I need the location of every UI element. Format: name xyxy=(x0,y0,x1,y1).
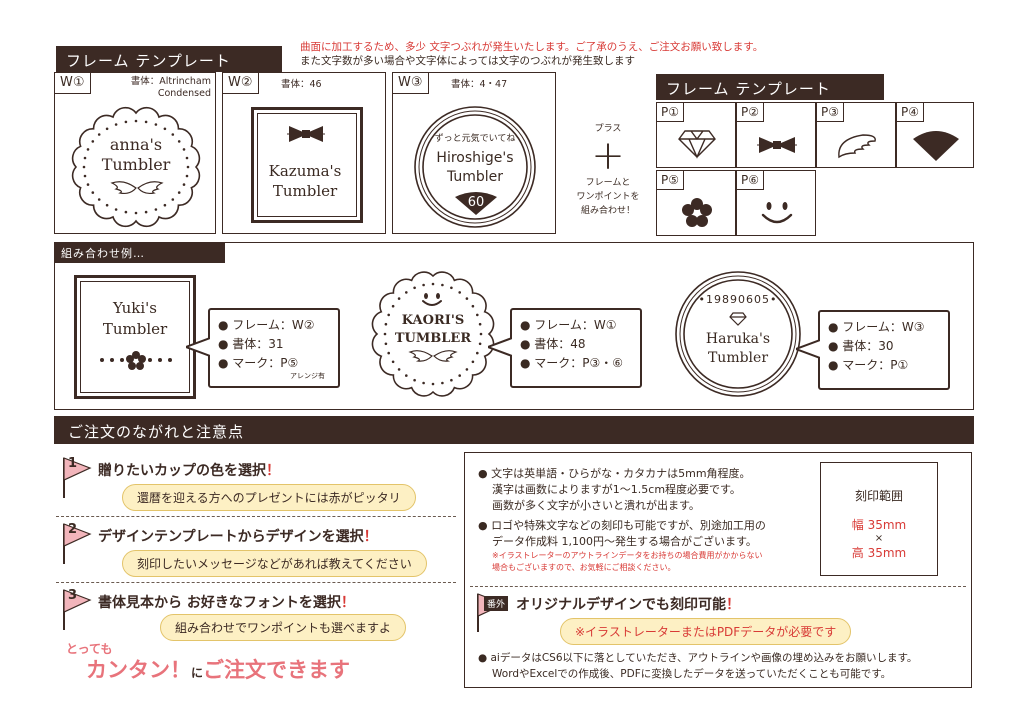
frame-w1-font: 書体：Altrincham Condensed xyxy=(130,76,211,99)
order-header: ご注文のながれと注意点 xyxy=(54,416,974,444)
notes-list: ● 文字は英単語・ひらがな・カタカナは5mm角程度。 漢字は画数によりますが1～… xyxy=(478,466,808,574)
notice-line-2: また文字数が多い場合や文字体によっては文字のつぶれが発生致します xyxy=(300,55,635,67)
frame-w1-card[interactable]: W① 書体：Altrincham Condensed anna's Tumble… xyxy=(54,72,216,234)
bowtie-icon xyxy=(287,126,325,142)
slogan-main: カンタン！にご注文できます xyxy=(86,658,351,682)
engrave-width: 幅 35mm xyxy=(851,518,907,532)
examples-header: 組み合わせ例… xyxy=(55,243,225,263)
notice-line-1: 曲面に加工するため、多少 文字つぶれが発生いたします。ご了承のうえ、ご注文お願い… xyxy=(300,41,764,53)
frame-template-header: フレーム テンプレート xyxy=(56,46,282,72)
bowtie-icon xyxy=(757,137,797,153)
frame-w3-label: W③ xyxy=(392,72,429,94)
scalloped-frame-icon xyxy=(71,106,201,228)
mark-template-header: フレーム テンプレート xyxy=(656,74,884,100)
wing-icon xyxy=(408,350,458,362)
frame-w3-number: 60 xyxy=(467,195,485,210)
scalloped-frame-icon xyxy=(371,271,495,397)
notice: 曲面に加工するため、多少 文字つぶれが発生いたします。ご了承のうえ、ご注文お願い… xyxy=(300,40,763,68)
frame-w1-name: anna's Tumbler xyxy=(101,135,171,174)
extra-notes: ● aiデータはCS6以下に落としていただき、アウトラインや画像の埋め込みをお願… xyxy=(478,652,918,680)
circle-frame-icon xyxy=(675,271,801,397)
step-2-title: デザインテンプレートからデザインを選択！ xyxy=(98,529,378,545)
mark-p4[interactable]: P④ xyxy=(896,102,974,168)
engrave-height: 高 35mm xyxy=(851,546,907,560)
mark-p1[interactable]: P① xyxy=(656,102,736,168)
example-3-name: Haruka's Tumbler xyxy=(705,331,771,366)
bubble-pointer xyxy=(186,337,210,357)
step-2-num: 2 xyxy=(68,522,78,537)
step-3-num: 3 xyxy=(68,588,78,603)
bubble-pointer xyxy=(488,337,512,357)
frame-w3-card[interactable]: W③ 書体：4・47 ずっと元気でいてね Hiroshige's Tumbler… xyxy=(392,72,556,234)
plus-icon: + xyxy=(591,133,625,179)
extra-pill: ※イラストレーターまたはPDFデータが必要です xyxy=(560,618,852,645)
wing-icon xyxy=(838,134,876,159)
frame-w1-label: W① xyxy=(54,72,91,94)
mark-p3[interactable]: P③ xyxy=(816,102,896,168)
step-3-pill: 組み合わせでワンポイントも選べますよ xyxy=(160,614,407,641)
example-1-frame-inner xyxy=(80,281,190,393)
example-2-bubble: フレーム：W① 書体：48 マーク：P③・⑥ xyxy=(510,308,642,388)
step-1-title: 贈りたいカップの色を選択！ xyxy=(98,463,280,479)
step-1-pill: 還暦を迎える方へのプレゼントには赤がピッタリ xyxy=(122,484,416,511)
diamond-icon xyxy=(729,312,747,326)
flag-2-icon xyxy=(63,523,92,564)
mark-p2[interactable]: P② xyxy=(736,102,816,168)
notes-box xyxy=(464,452,972,688)
example-3-bubble: フレーム：W③ 書体：30 マーク：P① xyxy=(818,310,950,390)
frame-w2-label: W② xyxy=(222,72,259,94)
flag-1-icon xyxy=(63,457,92,498)
divider xyxy=(56,516,456,517)
flower-icon xyxy=(682,198,712,227)
frame-w2-font: 書体：46 xyxy=(281,79,322,90)
step-2-pill: 刻印したいメッセージなどがあれば教えてください xyxy=(122,550,427,577)
note-2: ● ロゴや特殊文字などの刻印も可能ですが、別途加工用の xyxy=(478,519,766,532)
mark-p6[interactable]: P⑥ xyxy=(736,170,816,236)
divider xyxy=(470,586,966,587)
slogan: とっても カンタン！にご注文できます xyxy=(66,640,446,684)
circle-frame-icon xyxy=(414,106,536,228)
step-3-title: 書体見本から お好きなフォントを選択！ xyxy=(98,595,355,611)
divider xyxy=(56,582,456,583)
example-3-date: •19890605• xyxy=(698,293,778,306)
engrave-area-box: 刻印範囲 幅 35mm × 高 35mm xyxy=(820,462,938,576)
example-1-bubble: フレーム：W② 書体：31 マーク：P⑤ アレンジ有 xyxy=(208,308,340,388)
example-1-name: Yuki's Tumbler xyxy=(102,299,168,338)
bubble-pointer xyxy=(796,339,820,359)
note-1: ● 文字は英単語・ひらがな・カタカナは5mm角程度。 xyxy=(478,467,751,480)
slogan-small: とっても xyxy=(66,642,113,656)
extra-title: オリジナルデザインでも刻印可能！ xyxy=(516,597,740,613)
mark-p5[interactable]: P⑤ xyxy=(656,170,736,236)
fan-icon xyxy=(913,131,959,161)
smiley-icon xyxy=(761,202,793,224)
frame-w3-small: ずっと元気でいてね xyxy=(434,134,516,144)
frame-w2-name: Kazuma's Tumbler xyxy=(268,162,342,200)
example-1-frame xyxy=(74,275,196,399)
flag-3-icon xyxy=(63,589,92,630)
frame-w3-font: 書体：4・47 xyxy=(451,79,508,90)
fan-icon xyxy=(455,192,497,215)
frame-w2-card[interactable]: W② 書体：46 Kazuma's Tumbler xyxy=(222,72,386,234)
square-frame xyxy=(251,107,363,223)
example-1-note: アレンジ有 xyxy=(290,372,325,380)
plus-top: プラス xyxy=(594,124,622,134)
wing-icon xyxy=(110,181,164,195)
frame-w3-name: Hiroshige's Tumbler xyxy=(436,150,514,185)
flower-icon xyxy=(100,351,172,370)
engrave-x: × xyxy=(874,533,884,544)
plus-block: プラス + フレームと ワンポイントを 組み合わせ！ xyxy=(562,122,654,218)
example-2-name: KAORI'S TUMBLER xyxy=(394,313,472,346)
smiley-icon xyxy=(422,293,442,306)
square-frame-inner xyxy=(257,113,357,217)
engrave-title: 刻印範囲 xyxy=(854,489,903,503)
step-1-num: 1 xyxy=(68,456,78,471)
diamond-icon xyxy=(678,130,716,159)
extra-badge: 番外 xyxy=(484,596,509,611)
